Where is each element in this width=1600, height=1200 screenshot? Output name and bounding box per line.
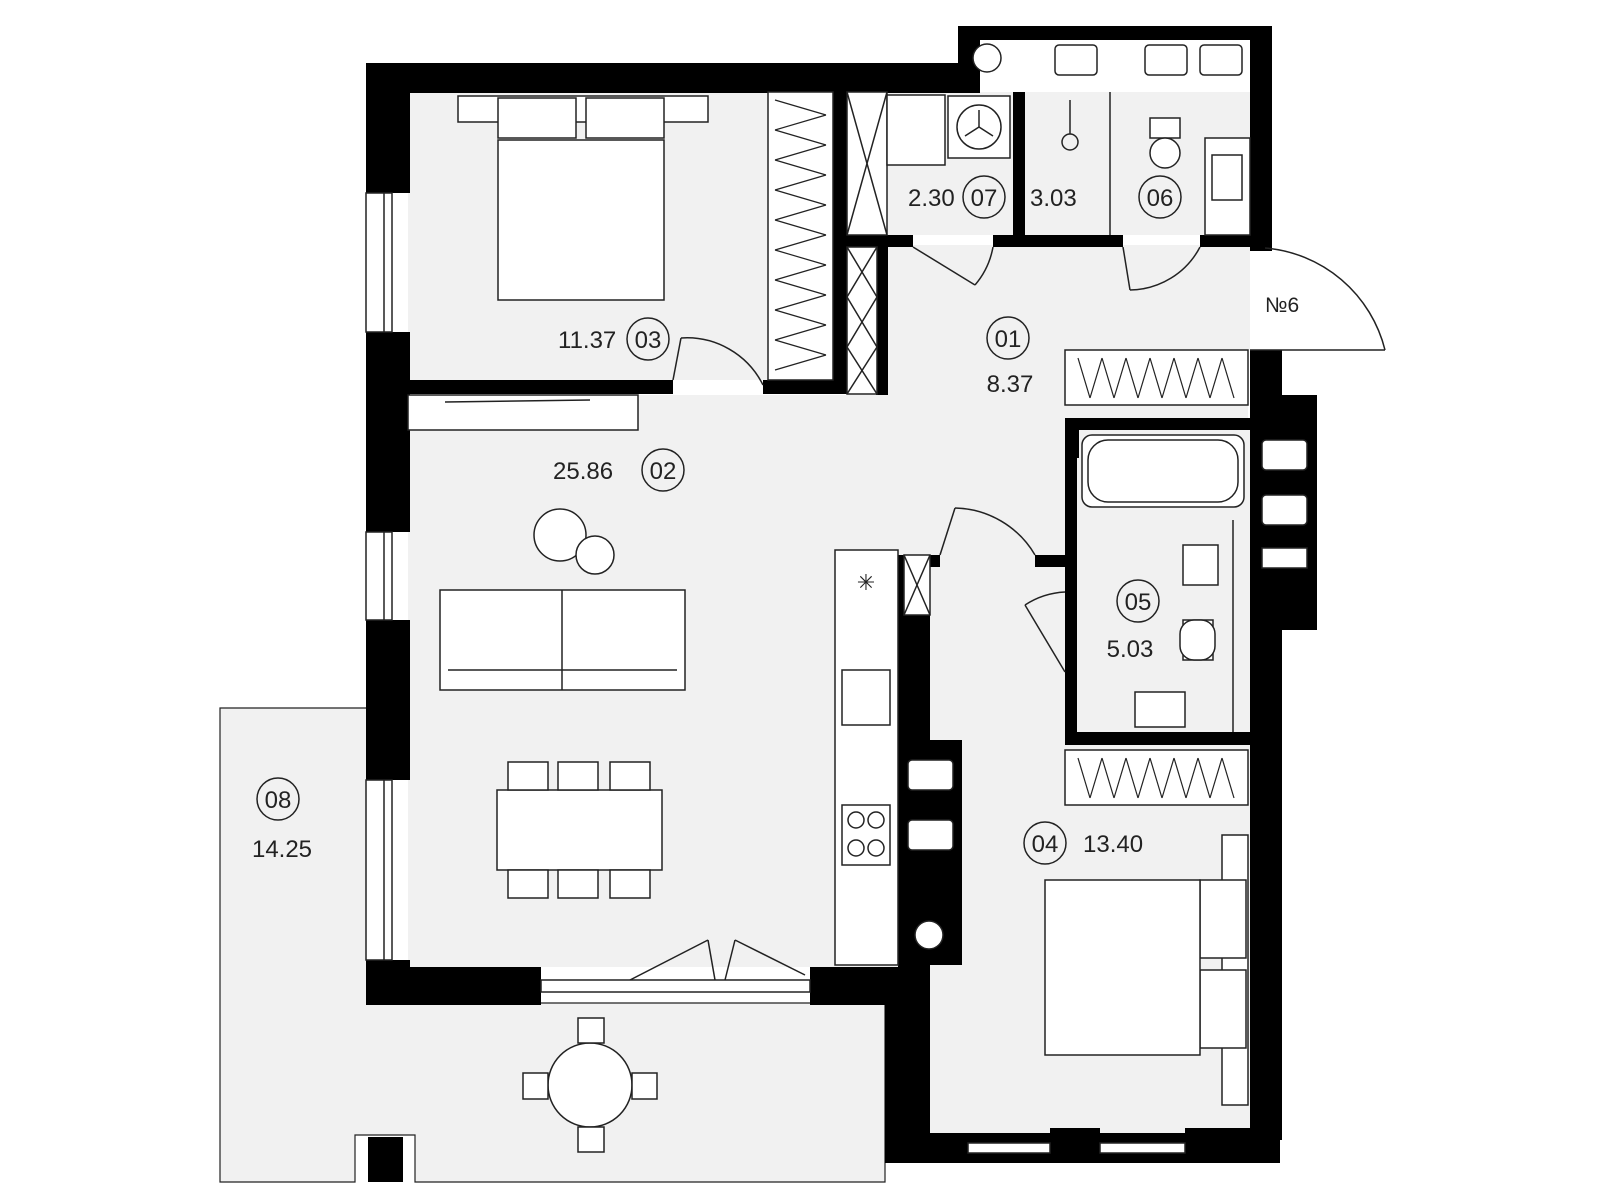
svg-text:✳: ✳	[857, 570, 875, 595]
window	[365, 531, 393, 621]
wardrobe	[1064, 749, 1249, 806]
toilet	[1149, 117, 1181, 139]
room-area-08: 14.25	[252, 836, 312, 863]
kitchen-counter	[834, 549, 899, 966]
doors	[629, 246, 1386, 981]
room-area-05: 5.03	[1107, 636, 1154, 663]
room-id-02: 02	[650, 458, 677, 485]
room-id-06: 06	[1147, 185, 1174, 212]
room-id-08: 08	[265, 787, 292, 814]
windows	[365, 192, 1186, 1154]
room-area-01: 8.37	[987, 371, 1034, 398]
dining-table	[496, 789, 663, 871]
room-area-03: 11.37	[558, 327, 616, 354]
bidet	[1182, 544, 1219, 586]
room-id-07: 07	[971, 185, 998, 212]
toilet	[1179, 619, 1216, 661]
window	[365, 779, 393, 961]
coffee-table	[533, 508, 587, 562]
balcony-table	[547, 1042, 633, 1128]
window	[967, 1142, 1051, 1154]
kitchen-sink	[841, 669, 891, 726]
sink	[1134, 691, 1186, 728]
room-id-05: 05	[1125, 589, 1152, 616]
room-area-02: 25.86	[553, 458, 613, 485]
room-id-01: 01	[995, 326, 1022, 353]
window	[1099, 1142, 1186, 1154]
room-id-04: 04	[1032, 831, 1059, 858]
hall-wardrobe	[1064, 349, 1249, 406]
room-area-06: 3.03	[1030, 185, 1077, 212]
stove	[841, 804, 891, 866]
room-id-03: 03	[635, 327, 662, 354]
appliance-icons	[907, 43, 1308, 950]
room-labels: 11.37 03 2.30 07 3.03 06 01 8.37 №6 25.8…	[252, 175, 1299, 865]
hall-wardrobe	[846, 246, 878, 395]
bed	[457, 95, 709, 123]
room-area-07: 2.30	[908, 185, 955, 212]
window	[365, 192, 393, 333]
furniture: ✳	[407, 43, 1308, 1153]
room-area-04: 13.40	[1083, 831, 1143, 858]
window	[540, 979, 811, 993]
apartment-number: №6	[1265, 294, 1299, 317]
